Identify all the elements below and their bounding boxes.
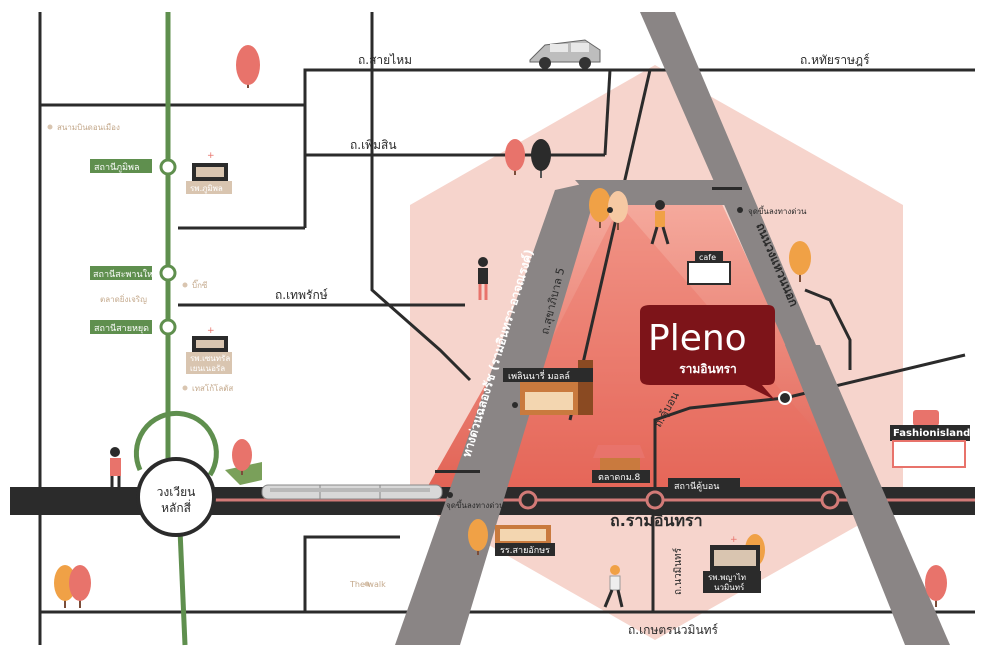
station-label-saphan-mai: สถานีสะพานใหม่ [93,269,159,280]
hospital-icon: + [710,535,760,571]
place-label-exp-gate-top: จุดขึ้นลงทางด่วน [748,205,807,216]
pleno-logo-text: Pleno [648,318,747,359]
expressway [395,12,950,645]
tree-icon [225,439,262,485]
place-label-pyathai-1: รพ.พญาไท [708,573,746,582]
green-train-line [133,12,219,646]
place-label-exp-gate-bottom: จุดขึ้นลงทางด่วน [446,499,505,510]
svg-text:+: + [730,535,738,545]
hospital-icon: + [192,151,228,181]
road-label-phoem-sin: ถ.เพิ่มสิน [350,136,397,152]
road-label-nawamin: ถ.นวมินทร์ [672,547,684,595]
pleno-logo [640,305,775,400]
market-icon [593,445,645,470]
place-label-central-hospital-1: รพ.เซนทรัล [190,354,230,363]
station-label-bhumibol: สถานีภูมิพล [94,162,139,173]
pleno-subtitle: รามอินทรา [679,362,737,376]
station-label-khu-bon: สถานีคู้บอน [674,481,719,492]
roundabout-line1: วงเวียน [157,485,196,499]
roundabout-laksi [136,457,216,537]
location-pin-icon [778,391,792,405]
place-label-fashion-island: Fashionisland [893,428,970,439]
tree-icon [505,139,525,175]
fashion-island-icon [890,410,970,468]
place-label-market: ตลาดกม.8 [598,473,641,483]
station-node-sai-yut [159,318,177,336]
tree-icon [608,191,628,230]
tree-icon [925,565,947,607]
svg-text:+: + [207,151,215,161]
person-icon [478,257,488,300]
station-node-saphan-mai [159,264,177,282]
person-icon [110,447,121,493]
person-icon [650,200,670,245]
road-label-kaset-nawamin: ถ.เกษตรนวมินทร์ [628,623,719,637]
road-label-sai-mai: ถ.สายไหม [358,53,412,67]
place-label-pyathai-2: นวมินทร์ [714,582,745,592]
cafe-icon [687,251,731,285]
hospital-icon: + [192,326,228,352]
svg-text:+: + [207,326,215,336]
roundabout-line2: หลักสี่ [161,499,192,515]
place-label-big-c: บิ๊กซี [192,279,208,290]
tree-icon [54,565,91,608]
place-label-tesco: เทสโก้โลตัส [192,383,233,393]
train-icon [261,484,443,500]
place-label-promenade: เพลินนารี่ มอลล์ [508,369,570,382]
tree-icon [236,45,260,88]
tree-icon [531,139,551,178]
pink-station-node [518,490,538,510]
road-label-thep-rak: ถ.เทพรักษ์ [275,288,328,302]
place-label-central-hospital-2: เยนเนอรัล [190,364,225,373]
station-node-bhumibol [159,158,177,176]
place-label-the-walk: The walk [349,580,386,589]
pink-station-node [820,490,840,510]
place-label-yingcharoen: ตลาดยิ่งเจริญ [100,293,147,304]
tree-icon [789,241,811,282]
pink-station-node-khu-bon [645,490,665,510]
station-label-sai-yut: สถานีสายหยุด [94,323,149,334]
place-label-cafe: cafe [699,253,716,262]
place-label-school: รร.สายอักษร [500,546,550,556]
tree-icon [589,188,611,228]
school-icon [495,525,551,545]
road-label-hathai-rat: ถ.หทัยราษฎร์ [800,53,870,67]
road-label-ram-inthra: ถ.รามอินทรา [610,511,703,530]
place-label-donmueang: สนามบินดอนเมือง [57,123,120,132]
person-icon [603,565,624,608]
tree-icon [468,519,488,555]
car-icon [529,39,601,69]
place-label-bhumibol-hospital: รพ.ภูมิพล [190,184,223,194]
